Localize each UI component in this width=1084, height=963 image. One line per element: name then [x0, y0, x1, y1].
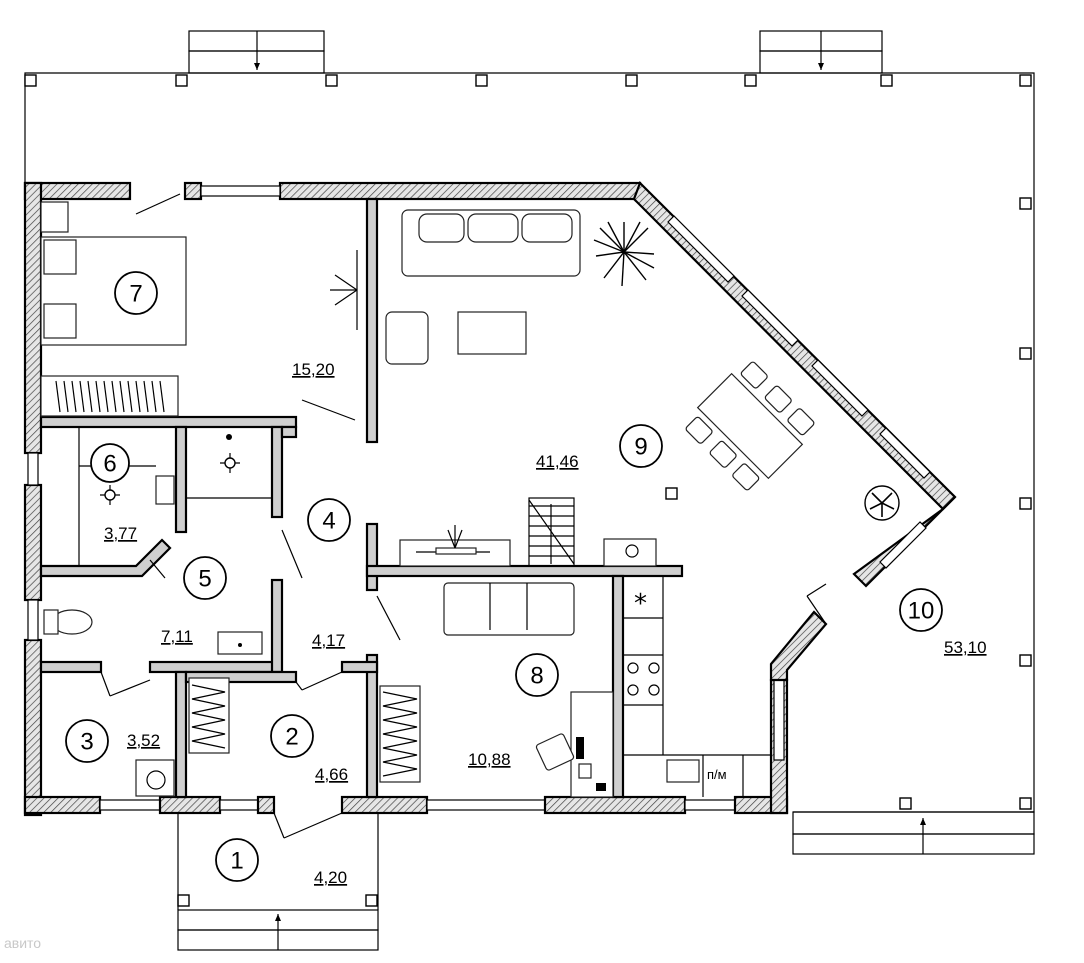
svg-text:10: 10	[908, 598, 935, 625]
room-labels: 1 4,20 2 4,66 3 3,52 4 4,17 5 7,11 6 3,7…	[65, 271, 987, 887]
bedroom-furniture	[40, 201, 358, 417]
svg-text:53,10: 53,10	[944, 638, 987, 657]
right-steps	[792, 811, 1035, 855]
star-marker: *	[634, 589, 647, 619]
svg-text:5: 5	[198, 566, 211, 593]
shower-icon	[100, 485, 120, 505]
stairs	[528, 497, 575, 567]
svg-text:41,46: 41,46	[536, 452, 579, 471]
svg-text:7: 7	[129, 281, 142, 308]
svg-text:3: 3	[80, 729, 93, 756]
svg-text:8: 8	[530, 663, 543, 690]
svg-text:4,20: 4,20	[314, 868, 347, 887]
svg-text:7,11: 7,11	[161, 627, 193, 646]
svg-text:9: 9	[634, 434, 647, 461]
svg-text:1: 1	[230, 848, 243, 875]
room-10-label: 10 53,10	[899, 588, 987, 657]
entrance-steps	[177, 812, 379, 951]
exterior-walls	[23, 181, 957, 817]
svg-text:2: 2	[285, 724, 298, 751]
svg-text:4: 4	[322, 508, 335, 535]
room-9-label: 9 41,46	[536, 424, 663, 471]
room-7-label: 7 15,20	[114, 271, 335, 379]
watermark: авито	[4, 935, 41, 951]
wardrobes	[188, 677, 421, 783]
svg-text:3,77: 3,77	[104, 524, 137, 543]
top-right-steps	[759, 30, 883, 74]
svg-text:3,52: 3,52	[127, 731, 160, 750]
svg-text:4,17: 4,17	[312, 631, 345, 650]
study-furniture	[443, 582, 614, 798]
shower-icon-2	[220, 434, 240, 473]
room-1-label: 1 4,20	[215, 838, 347, 887]
plant-icon	[593, 221, 655, 287]
kitchen-furniture	[622, 576, 771, 797]
svg-text:4,66: 4,66	[315, 765, 348, 784]
top-left-steps	[188, 30, 325, 74]
doors	[100, 183, 827, 839]
bathroom-furniture	[43, 427, 272, 797]
room-4-label: 4 4,17	[307, 498, 351, 650]
terrace-posts	[24, 74, 1032, 907]
room-5-label: 5 7,11	[161, 556, 227, 646]
interior-walls	[39, 197, 684, 799]
room-8-label: 8 10,88	[468, 653, 559, 769]
plant-icon-2	[864, 485, 900, 521]
living-furniture	[385, 209, 900, 567]
pm-label: п/м	[707, 767, 727, 782]
svg-text:10,88: 10,88	[468, 750, 511, 769]
svg-text:6: 6	[103, 451, 116, 478]
svg-text:15,20: 15,20	[292, 360, 335, 379]
room-6-label: 6 3,77	[90, 443, 137, 543]
chair-icon	[535, 733, 575, 771]
washing-machine-icon	[135, 759, 175, 797]
room-2-label: 2 4,66	[270, 714, 348, 784]
room-3-label: 3 3,52	[65, 719, 160, 763]
